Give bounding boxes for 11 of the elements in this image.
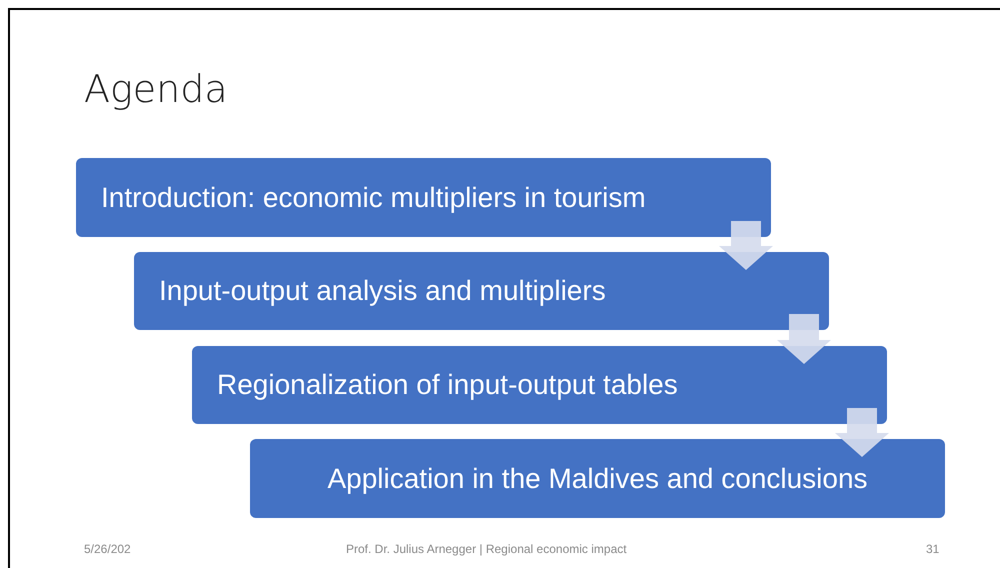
agenda-item-box: Application in the Maldives and conclusions [250, 439, 945, 518]
down-block-arrow [719, 221, 773, 270]
footer-text: Prof. Dr. Julius Arnegger | Regional economic impact [346, 541, 627, 557]
down-block-arrow [777, 314, 831, 364]
footer-text: 31 [926, 541, 940, 557]
agenda-item-box: Regionalization of input-output tables [192, 346, 887, 424]
slide-title: Agenda [84, 66, 228, 112]
down-block-arrow [835, 408, 889, 457]
agenda-item-box: Introduction: economic multipliers in tourism [76, 158, 771, 237]
footer-text: 5/26/202 [84, 541, 131, 557]
agenda-item-box: Input-output analysis and multipliers [134, 252, 829, 330]
